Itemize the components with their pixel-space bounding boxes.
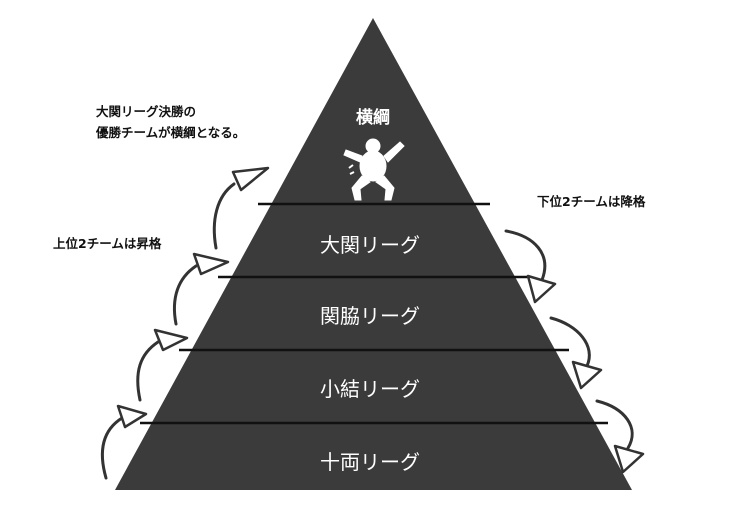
tier-label-juryo: 十両リーグ bbox=[320, 450, 420, 474]
curved-up-arrow-icon bbox=[172, 252, 230, 326]
tier-label-ozeki: 大関リーグ bbox=[320, 233, 420, 257]
curved-down-arrow-icon bbox=[549, 316, 603, 390]
curved-up-arrow-icon bbox=[136, 328, 189, 402]
champion-note-line2: 優勝チームが横綱となる。 bbox=[96, 125, 246, 140]
pyramid-shape bbox=[115, 18, 632, 490]
sumo-wrestler-icon bbox=[343, 138, 405, 201]
relegate-arrows bbox=[504, 229, 645, 474]
promote-arrows bbox=[100, 166, 270, 480]
curved-down-arrow-icon bbox=[504, 229, 557, 304]
tier-label-sekiwake: 関脇リーグ bbox=[320, 304, 420, 328]
curved-up-arrow-icon bbox=[100, 404, 148, 480]
champion-note-line1: 大関リーグ決勝の bbox=[96, 104, 197, 119]
tier-label-komusubi: 小結リーグ bbox=[320, 377, 420, 401]
yokozuna-label: 横綱 bbox=[356, 108, 390, 128]
promotion-note: 上位2チームは昇格 bbox=[53, 236, 162, 251]
relegation-note: 下位2チームは降格 bbox=[537, 194, 646, 209]
curved-down-arrow-icon bbox=[595, 399, 645, 474]
curved-up-arrow-icon bbox=[212, 166, 270, 250]
